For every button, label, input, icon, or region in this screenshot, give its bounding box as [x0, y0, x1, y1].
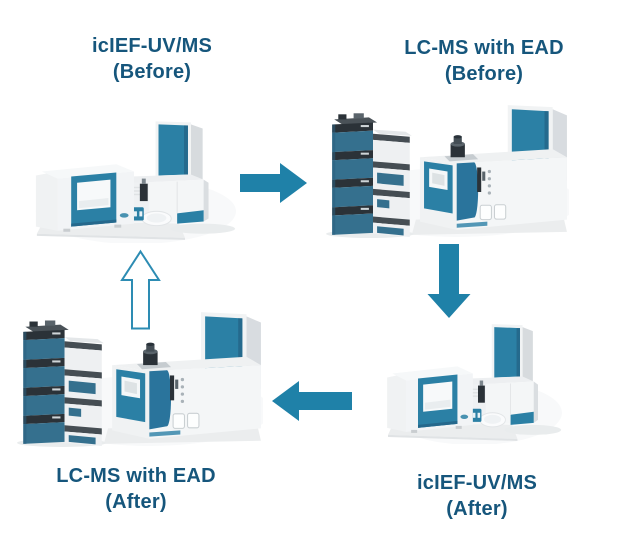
- label-iclef-uv-ms-before: icIEF-UV/MS (Before): [47, 33, 257, 85]
- instrument-state: (Before): [112, 61, 192, 83]
- instrument-title: LC-MS with EAD: [404, 37, 564, 59]
- iclef-uv-ms-illustration-after: [386, 323, 562, 444]
- label-lc-ms-with-ead-after: LC-MS with EAD (After): [31, 463, 241, 515]
- instrument-state: (Before): [444, 63, 524, 85]
- lc-ms-with-ead-illustration-before: [325, 104, 569, 238]
- iclef-uv-ms-illustration-before: [35, 120, 236, 243]
- arrow-right-icon: [240, 163, 307, 203]
- instrument-title: icIEF-UV/MS: [417, 472, 537, 494]
- arrow-down-icon: [427, 244, 471, 318]
- instrument-title: LC-MS with EAD: [56, 465, 216, 487]
- instrument-state: (After): [105, 491, 167, 513]
- arrow-up-outline-icon: [120, 249, 161, 330]
- arrow-left-icon: [272, 381, 352, 421]
- label-iclef-uv-ms-after: icIEF-UV/MS (After): [372, 470, 582, 522]
- instrument-title: icIEF-UV/MS: [92, 35, 212, 57]
- instrument-state: (After): [446, 498, 508, 520]
- label-lc-ms-with-ead-before: LC-MS with EAD (Before): [379, 35, 589, 87]
